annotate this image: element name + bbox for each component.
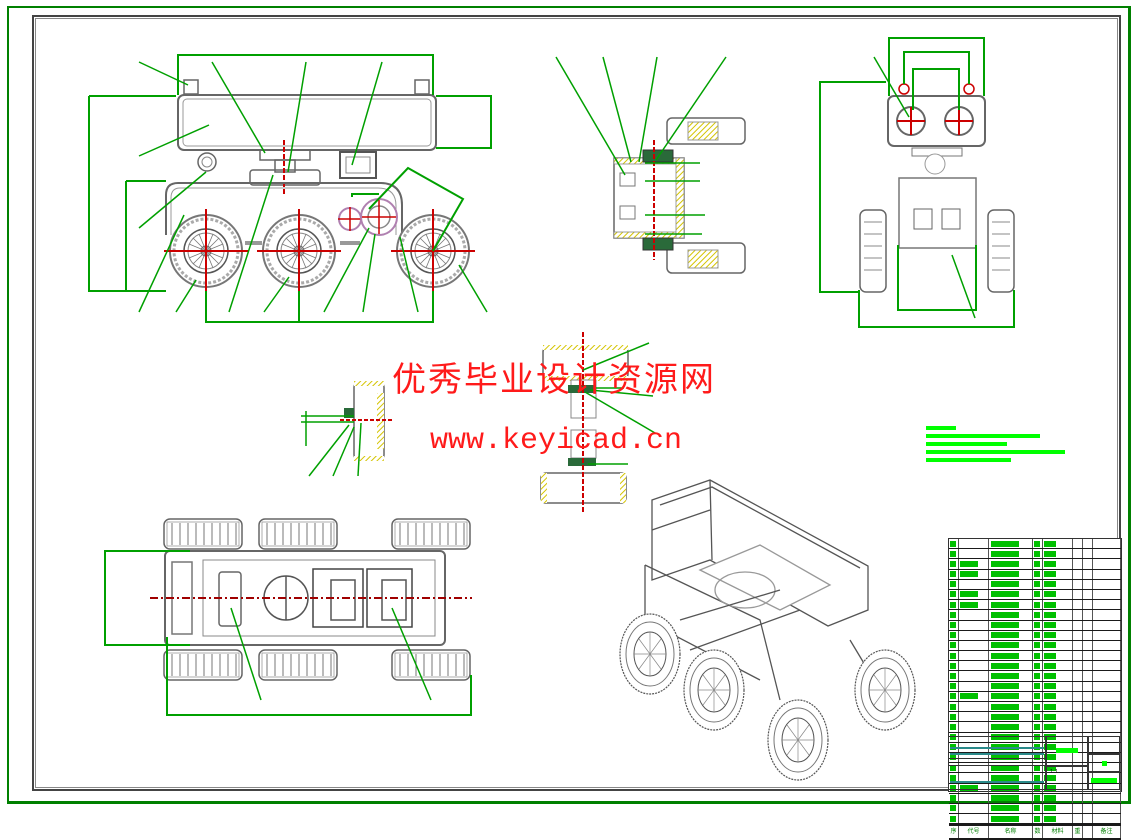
note-line bbox=[926, 450, 1065, 454]
revision-grid bbox=[948, 736, 1046, 790]
bom-row bbox=[949, 732, 1121, 743]
bom-row bbox=[949, 691, 1121, 702]
front-view bbox=[88, 54, 492, 323]
school-cell bbox=[1088, 736, 1120, 754]
note-line bbox=[926, 442, 1007, 446]
bom-row bbox=[949, 752, 1121, 764]
section-view-c bbox=[540, 332, 656, 512]
bom-row bbox=[949, 661, 1121, 672]
scale-value: 1:1 bbox=[1050, 769, 1059, 775]
section-view-b bbox=[301, 381, 392, 477]
bom-row bbox=[949, 681, 1121, 692]
cad-drawing-canvas bbox=[88, 37, 1015, 781]
drawing-frame bbox=[32, 15, 1121, 791]
side-view bbox=[819, 37, 1015, 328]
bom-row bbox=[949, 610, 1121, 621]
top-view bbox=[104, 518, 472, 716]
bom-row bbox=[949, 559, 1121, 570]
bill-of-materials: 序号代号名称数量材料重量备注 bbox=[948, 538, 1122, 840]
bom-row bbox=[949, 579, 1121, 590]
bom-row bbox=[949, 763, 1121, 774]
notes-heading bbox=[926, 426, 956, 430]
bom-row bbox=[949, 589, 1121, 601]
isometric-view bbox=[619, 479, 916, 781]
bom-row bbox=[949, 702, 1121, 713]
bom-row bbox=[949, 549, 1121, 560]
note-line bbox=[926, 434, 1040, 438]
bom-row bbox=[949, 793, 1121, 804]
bom-row bbox=[949, 640, 1121, 652]
revision-header-row bbox=[948, 758, 1046, 766]
bom-row bbox=[949, 630, 1121, 641]
drawing-border bbox=[7, 6, 1131, 804]
drawing-title-cell bbox=[1046, 736, 1088, 766]
bom-row bbox=[949, 783, 1121, 794]
bom-header: 序号代号名称数量材料重量备注 bbox=[949, 824, 1121, 840]
bom-row bbox=[949, 671, 1121, 682]
bom-row bbox=[949, 651, 1121, 662]
bom-row bbox=[949, 722, 1121, 733]
drawing-number-cell bbox=[1088, 754, 1120, 772]
name-cell bbox=[1088, 772, 1120, 790]
bom-row bbox=[949, 539, 1121, 550]
bom-row bbox=[949, 620, 1121, 631]
bom-row bbox=[949, 803, 1121, 815]
title-block: 1:1 bbox=[948, 736, 1120, 790]
technical-notes bbox=[926, 426, 1065, 466]
watermark-url: www.keyicad.cn bbox=[430, 424, 683, 458]
bom-row bbox=[949, 600, 1121, 611]
section-view-a bbox=[555, 56, 746, 274]
watermark-title: 优秀毕业设计资源网 bbox=[392, 360, 716, 400]
note-line bbox=[926, 458, 1011, 462]
bom-row bbox=[949, 814, 1121, 825]
scale-cell: 1:1 bbox=[1046, 766, 1088, 790]
bom-row bbox=[949, 569, 1121, 580]
bom-row bbox=[949, 712, 1121, 723]
